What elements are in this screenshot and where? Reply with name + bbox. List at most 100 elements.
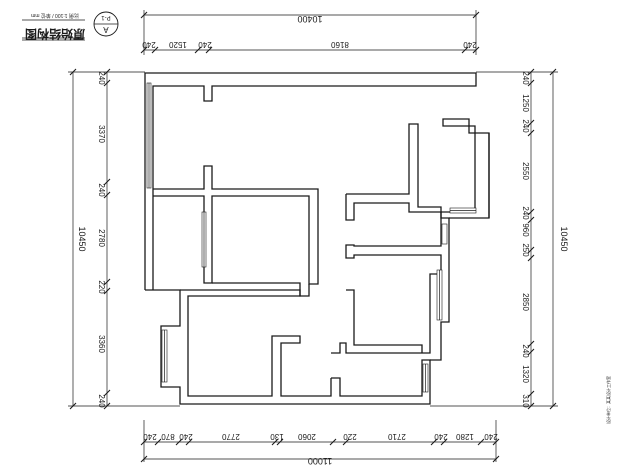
- right-dimensions: 10450 240 1250 240 2550 240 960 250 2850…: [430, 68, 569, 410]
- tick: [140, 455, 148, 463]
- tick: [103, 178, 111, 186]
- left-seg-5: 3360: [97, 335, 106, 353]
- tick: [527, 390, 535, 398]
- tick: [103, 402, 111, 410]
- tick: [185, 438, 193, 446]
- tick: [103, 278, 111, 286]
- tick: [527, 79, 535, 87]
- bottom-seg-9: 1280: [456, 432, 474, 441]
- right-seg-7: 2850: [521, 293, 530, 311]
- right-seg-8: 240: [521, 344, 530, 358]
- right-total-text: 10450: [559, 226, 569, 251]
- sheet-code: P-1: [101, 14, 111, 20]
- bottom-seg-3: 2770: [222, 432, 240, 441]
- left-total-text: 10450: [77, 226, 87, 251]
- tick: [103, 79, 111, 87]
- bottom-total-text: 11000: [308, 456, 332, 466]
- right-seg-10: 310: [521, 394, 530, 408]
- right-seg-9: 1320: [521, 365, 530, 383]
- bottom-seg-0: 240: [143, 432, 157, 441]
- right-seg-3: 2550: [521, 162, 530, 180]
- right-seg-2: 240: [521, 119, 530, 133]
- tick: [69, 68, 77, 76]
- tick: [527, 119, 535, 127]
- bottom-seg-4: 130: [270, 432, 284, 441]
- tick: [103, 68, 111, 76]
- window-right-mid: [441, 223, 448, 245]
- tick: [527, 216, 535, 224]
- bottom-seg-6: 220: [343, 432, 357, 441]
- sheet-letter: A: [103, 25, 109, 34]
- tick: [103, 191, 111, 199]
- left-seg-0: 240: [97, 71, 106, 85]
- left-dimensions: 10450 240 3370 240 2780 220 3360 240: [68, 68, 180, 410]
- wall-living-left: [180, 289, 332, 397]
- tick: [477, 438, 485, 446]
- top-seg-1: 1520: [169, 40, 187, 49]
- tick: [527, 129, 535, 137]
- top-dimensions: 10400 240 1520 240 8160 240: [140, 10, 480, 55]
- bottom-seg-7: 2710: [388, 432, 406, 441]
- tick: [492, 438, 500, 446]
- bottom-dimensions: 11000 240 870 240 2770 130 2060 220 2710…: [140, 420, 500, 466]
- tick: [194, 46, 202, 54]
- walls: [144, 72, 490, 405]
- bottom-seg-10: 240: [484, 432, 498, 441]
- tick: [342, 438, 350, 446]
- top-seg-3: 8160: [331, 40, 349, 49]
- left-seg-2: 240: [97, 183, 106, 197]
- wall-right-outer: [430, 212, 450, 361]
- tick: [472, 46, 480, 54]
- tick: [549, 402, 557, 410]
- right-seg-1: 1250: [521, 94, 530, 112]
- tick: [329, 438, 337, 446]
- wall-middle-left-room: [153, 195, 319, 285]
- tick: [151, 46, 159, 54]
- windows: [146, 82, 477, 393]
- scale-note: 比例 1:100 / 单位 mm: [31, 12, 79, 19]
- top-seg-4: 240: [463, 40, 477, 49]
- bottom-seg-8: 240: [434, 432, 448, 441]
- tick: [461, 46, 469, 54]
- left-seg-6: 240: [97, 394, 106, 408]
- tick: [140, 46, 148, 54]
- left-seg-1: 3370: [97, 125, 106, 143]
- top-seg-0: 240: [142, 40, 156, 49]
- tick: [527, 402, 535, 410]
- top-seg-2: 240: [198, 40, 212, 49]
- tick: [69, 402, 77, 410]
- tick: [103, 389, 111, 397]
- wall-bathroom: [331, 194, 442, 354]
- tick: [527, 254, 535, 262]
- tick: [271, 438, 279, 446]
- outer-wall-top: [144, 72, 477, 290]
- tick: [527, 348, 535, 356]
- tick: [440, 438, 448, 446]
- footer-note: 设计单位：某某设计工作室: [605, 376, 611, 424]
- top-total-text: 10400: [297, 14, 322, 24]
- bottom-seg-5: 2060: [298, 432, 316, 441]
- left-seg-3: 2780: [97, 229, 106, 247]
- tick: [527, 340, 535, 348]
- tick: [205, 46, 213, 54]
- left-seg-4: 220: [97, 280, 106, 294]
- tick: [276, 438, 284, 446]
- bottom-seg-1: 870: [161, 432, 175, 441]
- tick: [527, 246, 535, 254]
- tick: [527, 208, 535, 216]
- tick: [175, 438, 183, 446]
- wall-right-column: [449, 133, 490, 219]
- tick: [492, 455, 500, 463]
- bottom-seg-2: 240: [179, 432, 193, 441]
- right-seg-0: 240: [521, 71, 530, 85]
- right-seg-6: 250: [521, 243, 530, 257]
- right-seg-4: 240: [521, 206, 530, 220]
- tick: [140, 438, 148, 446]
- wall-upper-bedroom: [153, 165, 319, 253]
- wall-kitchen: [346, 289, 423, 353]
- title-text: 原始结构图: [25, 27, 85, 42]
- tick: [430, 438, 438, 446]
- tick: [549, 68, 557, 76]
